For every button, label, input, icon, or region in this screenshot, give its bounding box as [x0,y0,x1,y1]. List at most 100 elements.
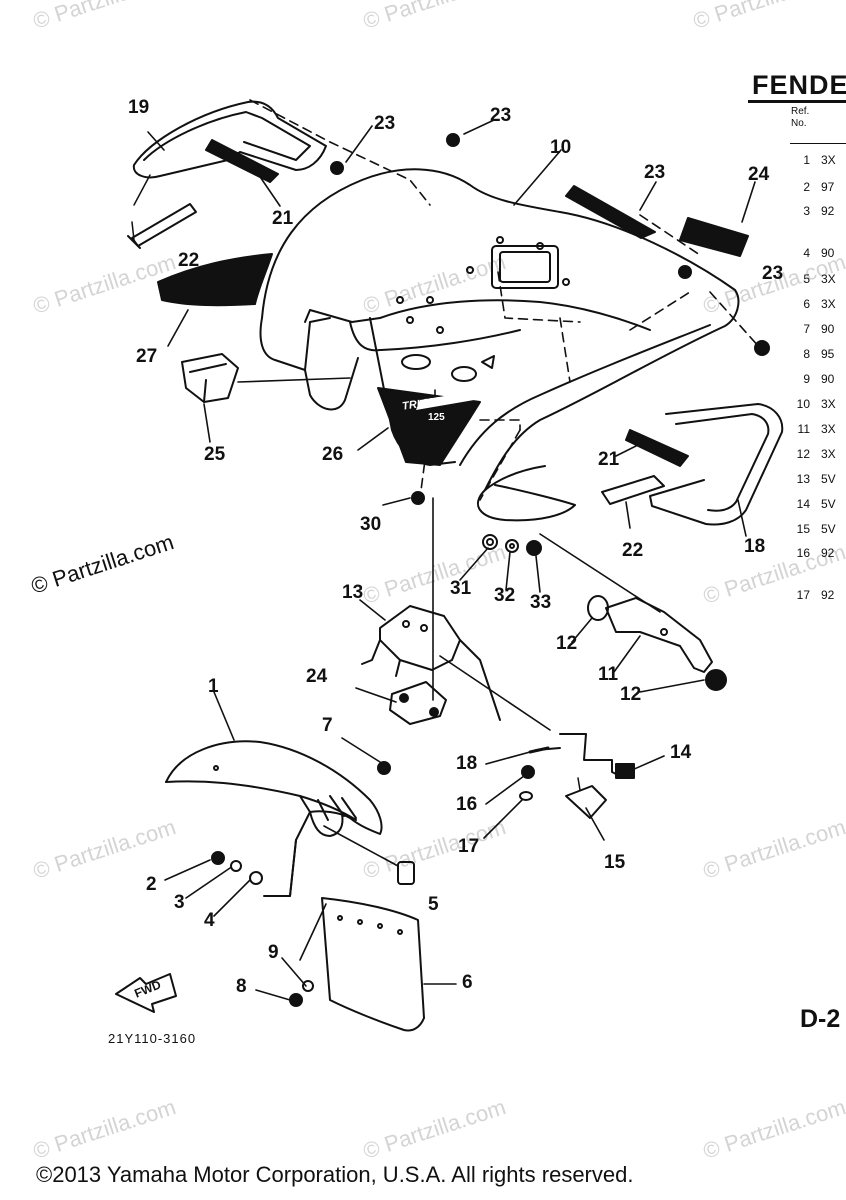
parts-table-row: 7 90 [790,322,834,336]
parts-table-ref: 16 [796,546,810,560]
callout-11: 11 [598,664,619,685]
parts-table-ref: 9 [803,372,810,386]
copyright-notice: ©2013 Yamaha Motor Corporation, U.S.A. A… [36,1162,634,1187]
parts-table-ref: 12 [796,447,810,461]
parts-table-ref: 11 [797,422,810,436]
parts-table-part-number: 5V [821,522,836,536]
figure-code: 21Y110-3160 [108,1031,197,1046]
callout-1: 1 [208,676,219,697]
callout-13: 13 [342,582,364,603]
parts-table-row: 4 90 [790,246,834,260]
parts-table-ref: 17 [796,588,810,602]
callout-2: 2 [146,874,157,895]
parts-table-row: 11 3X [790,422,836,436]
parts-table-row: 13 5V [790,472,836,486]
parts-table-ref: 14 [796,497,810,511]
callout-32: 32 [494,585,516,606]
parts-table-part-number: 3X [821,297,836,311]
parts-table-ref: 6 [803,297,810,311]
parts-table-ref: 5 [803,272,810,286]
parts-table-row: 1 3X [790,153,836,167]
callout-6: 6 [462,972,473,993]
callout-12: 12 [620,684,642,705]
callout-16: 16 [456,794,478,815]
callout-18: 18 [456,753,478,774]
table-header-ref: Ref. [791,106,810,117]
parts-table-part-number: 5V [821,497,836,511]
parts-table-ref: 4 [803,246,810,260]
parts-table-part-number: 3X [821,397,836,411]
callout-33: 33 [530,592,552,613]
parts-table-part-number: 90 [821,322,835,336]
callout-27: 27 [136,346,158,367]
parts-table-row: 9 90 [790,372,834,386]
parts-table-row: 15 5V [790,522,836,536]
callout-25: 25 [204,444,226,465]
callout-21: 21 [272,208,294,229]
callout-20: 19 [128,97,150,118]
parts-table-part-number: 97 [821,180,835,194]
fender-decal-number: 125 [428,412,445,423]
callout-12: 12 [556,633,578,654]
parts-table-part-number: 3X [821,447,836,461]
table-header-no: No. [791,118,807,129]
parts-table-row: 5 3X [790,272,836,286]
parts-table-part-number: 3X [821,153,836,167]
parts-table-row: 6 3X [790,297,836,311]
parts-table-part-number: 90 [821,372,835,386]
callout-31: 31 [450,578,472,599]
parts-table-ref: 13 [796,472,810,486]
parts-table-ref: 15 [796,522,810,536]
page-id: D-2 [800,1005,841,1033]
callout-4: 4 [204,910,215,931]
callout-21: 21 [598,449,620,470]
callout-14: 14 [670,742,692,763]
title-underline [748,100,846,103]
rear-fender-part [249,99,761,701]
parts-table-ref: 7 [803,322,810,336]
parts-table-row: 8 95 [790,347,834,361]
parts-table-part-number: 92 [821,588,835,602]
parts-table-row: 10 3X [790,397,836,411]
callout-24: 24 [306,666,328,687]
callout-10: 10 [550,137,572,158]
parts-table-part-number: 3X [821,422,836,436]
parts-table-part-number: 95 [821,347,835,361]
callout-17: 17 [458,836,480,857]
callout-15: 15 [604,852,626,873]
parts-table-part-number: 90 [821,246,835,260]
parts-table-row: 14 5V [790,497,836,511]
callout-3: 3 [174,892,185,913]
parts-table-ref: 3 [803,204,810,218]
parts-table-ref: 10 [796,397,810,411]
parts-table-row: 3 92 [790,204,834,218]
parts-table-row: 12 3X [790,447,836,461]
callout-23: 23 [374,113,396,134]
table-header-rule [790,143,846,144]
callout-29: 24 [748,164,770,185]
callout-22: 22 [622,540,644,561]
parts-table-part-number: 92 [821,204,835,218]
parts-table-part-number: 5V [821,472,836,486]
page-title: FENDE [752,70,846,100]
callout-5: 5 [428,894,439,915]
parts-table-ref: 1 [803,153,810,167]
callout-8: 8 [236,976,247,997]
callout-9: 9 [268,942,279,963]
parts-table-part-number: 3X [821,272,836,286]
callout-26: 26 [322,444,344,465]
parts-table-ref: 8 [803,347,810,361]
callout-23: 23 [490,105,512,126]
parts-table-part-number: 92 [821,546,835,560]
callout-19: 18 [744,536,766,557]
callout-22: 22 [178,250,200,271]
callout-7: 7 [322,715,333,736]
callout-30: 30 [360,514,382,535]
parts-table-ref: 2 [803,180,810,194]
callout-28: 23 [644,162,666,183]
parts-table-row: 2 97 [790,180,834,194]
